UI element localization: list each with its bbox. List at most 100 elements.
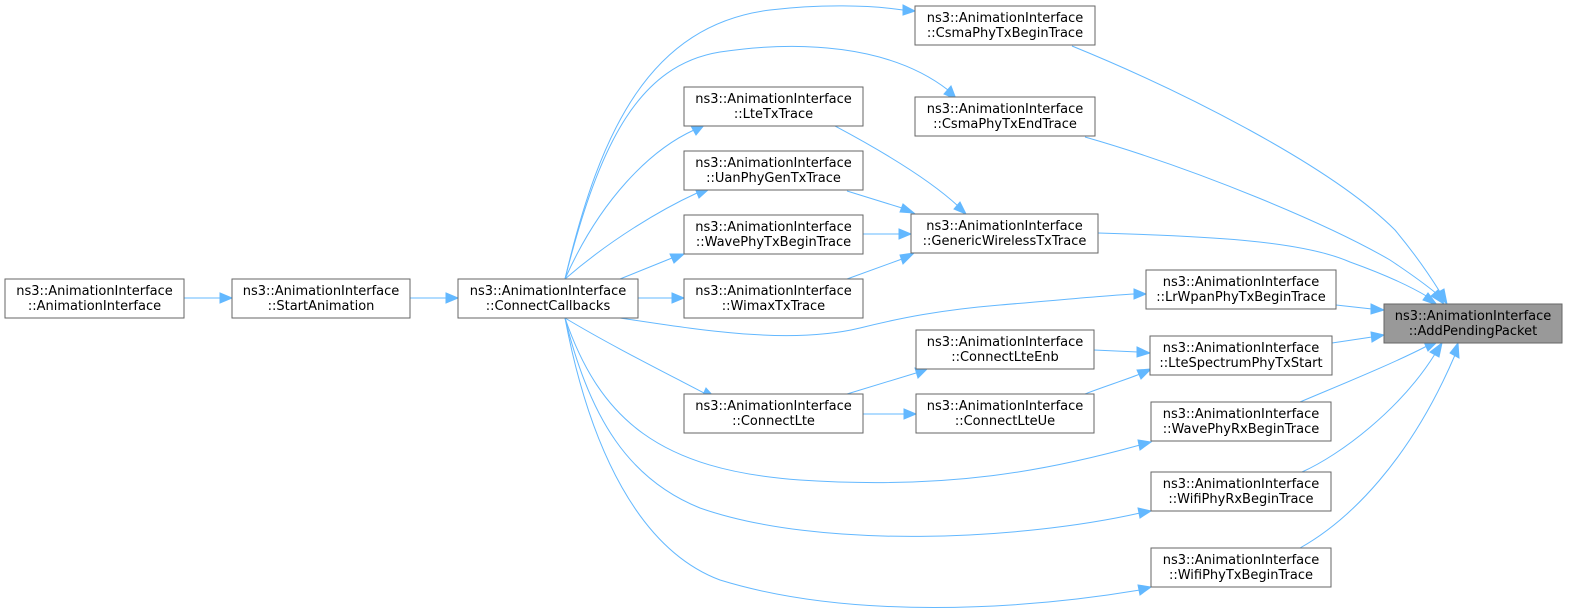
node-connect-lte-enb[interactable]: ns3::AnimationInterface::ConnectLteEnb	[915, 329, 1095, 370]
node-csma-phy-tx-end-trace[interactable]: ns3::AnimationInterface::CsmaPhyTxEndTra…	[914, 96, 1096, 137]
edge-line	[564, 45, 949, 280]
arrowhead-icon	[1136, 368, 1153, 380]
node-box	[915, 393, 1095, 434]
edge-line	[1299, 345, 1428, 403]
node-animation-interface[interactable]: ns3::AnimationInterface::AnimationInterf…	[4, 278, 185, 319]
node-method-label: ::AddPendingPacket	[1409, 324, 1537, 339]
node-namespace-label: ns3::AnimationInterface	[927, 102, 1084, 117]
node-namespace-label: ns3::AnimationInterface	[926, 219, 1083, 234]
node-box	[231, 278, 411, 319]
node-box	[1150, 547, 1332, 588]
node-box	[1145, 269, 1337, 310]
arrowhead-icon	[1430, 289, 1446, 306]
edge-line	[1299, 354, 1456, 549]
node-add-pending-packet[interactable]: ns3::AnimationInterface::AddPendingPacke…	[1383, 303, 1563, 344]
node-uan-phy-gen-tx-trace[interactable]: ns3::AnimationInterface::UanPhyGenTxTrac…	[683, 150, 864, 191]
node-wave-phy-rx-begin-trace[interactable]: ns3::AnimationInterface::WavePhyRxBeginT…	[1150, 401, 1332, 442]
edge-line	[564, 317, 1141, 608]
node-method-label: ::StartAnimation	[268, 299, 375, 314]
edge-line	[1084, 136, 1438, 295]
node-method-label: ::ConnectLteEnb	[951, 350, 1059, 365]
arrowhead-icon	[1137, 439, 1153, 451]
node-box	[1149, 335, 1333, 376]
edge-line	[564, 5, 904, 280]
edge-line	[1335, 304, 1373, 310]
node-connect-callbacks[interactable]: ns3::AnimationInterface::ConnectCallback…	[457, 278, 639, 319]
node-lte-spectrum-phy-tx-start[interactable]: ns3::AnimationInterface::LteSpectrumPhyT…	[1149, 335, 1333, 376]
node-namespace-label: ns3::AnimationInterface	[16, 284, 173, 299]
edge-connect-lte-ue-to-lte-spectrum-phy-tx-start	[1084, 368, 1153, 395]
node-namespace-label: ns3::AnimationInterface	[927, 11, 1084, 26]
arrowhead-icon	[903, 408, 918, 420]
node-method-label: ::ConnectLteUe	[955, 414, 1055, 429]
edge-line	[1084, 373, 1141, 395]
node-namespace-label: ns3::AnimationInterface	[1163, 341, 1320, 356]
node-method-label: ::AnimationInterface	[28, 299, 161, 314]
edge-generic-wireless-tx-trace-to-add-pending-packet	[1097, 232, 1439, 307]
node-generic-wireless-tx-trace[interactable]: ns3::AnimationInterface::GenericWireless…	[910, 213, 1099, 254]
node-method-label: ::GenericWirelessTxTrace	[923, 234, 1087, 249]
node-namespace-label: ns3::AnimationInterface	[695, 92, 852, 107]
node-method-label: ::ConnectCallbacks	[486, 299, 611, 314]
edge-line	[1097, 232, 1429, 298]
node-box	[683, 214, 864, 255]
edge-csma-phy-tx-end-trace-to-add-pending-packet	[1084, 136, 1446, 306]
node-start-animation[interactable]: ns3::AnimationInterface::StartAnimation	[231, 278, 411, 319]
node-method-label: ::ConnectLte	[732, 414, 815, 429]
arrowhead-icon	[1370, 331, 1386, 343]
node-namespace-label: ns3::AnimationInterface	[695, 156, 852, 171]
edge-connect-callbacks-to-lr-wpan-phy-tx-begin-trace	[619, 288, 1148, 337]
edge-wimax-tx-trace-to-generic-wireless-tx-trace	[846, 252, 916, 280]
edge-connect-lte-to-connect-lte-enb	[846, 367, 930, 395]
node-method-label: ::CsmaPhyTxBeginTrace	[927, 26, 1083, 41]
node-namespace-label: ns3::AnimationInterface	[927, 399, 1084, 414]
arrowhead-icon	[1133, 288, 1148, 300]
node-box	[683, 86, 864, 127]
arrowhead-icon	[445, 292, 460, 304]
node-box	[914, 5, 1096, 46]
node-namespace-label: ns3::AnimationInterface	[695, 220, 852, 235]
node-wifi-phy-tx-begin-trace[interactable]: ns3::AnimationInterface::WifiPhyTxBeginT…	[1150, 547, 1332, 588]
node-wave-phy-tx-begin-trace[interactable]: ns3::AnimationInterface::WavePhyTxBeginT…	[683, 214, 864, 255]
node-csma-phy-tx-begin-trace[interactable]: ns3::AnimationInterface::CsmaPhyTxBeginT…	[914, 5, 1096, 46]
edge-line	[1071, 45, 1441, 293]
node-connect-lte[interactable]: ns3::AnimationInterface::ConnectLte	[683, 393, 864, 434]
arrowhead-icon	[1429, 341, 1443, 358]
edge-wave-phy-tx-begin-trace-to-generic-wireless-tx-trace	[863, 228, 913, 240]
node-box	[457, 278, 639, 319]
node-method-label: ::CsmaPhyTxEndTrace	[933, 117, 1077, 132]
node-connect-lte-ue[interactable]: ns3::AnimationInterface::ConnectLteUe	[915, 393, 1095, 434]
edge-wifi-phy-tx-begin-trace-to-add-pending-packet	[1299, 341, 1460, 549]
node-namespace-label: ns3::AnimationInterface	[1163, 477, 1320, 492]
edge-line	[846, 372, 917, 395]
node-wimax-tx-trace[interactable]: ns3::AnimationInterface::WimaxTxTrace	[683, 278, 864, 319]
arrowhead-icon	[898, 228, 913, 240]
arrowhead-icon	[1136, 346, 1152, 358]
arrowhead-icon	[1449, 341, 1460, 359]
edge-line	[619, 257, 673, 280]
edge-connect-callbacks-to-connect-lte	[564, 317, 717, 399]
edge-line	[564, 129, 695, 280]
node-box	[1383, 303, 1563, 344]
arrowhead-icon	[1137, 584, 1153, 596]
edge-connect-callbacks-to-wave-phy-tx-begin-trace	[619, 253, 686, 280]
arrowhead-icon	[669, 253, 686, 264]
node-lte-tx-trace[interactable]: ns3::AnimationInterface::LteTxTrace	[683, 86, 864, 127]
node-box	[683, 393, 864, 434]
arrowhead-icon	[902, 4, 917, 16]
edge-line	[846, 258, 903, 280]
node-method-label: ::WavePhyRxBeginTrace	[1163, 422, 1319, 437]
edge-connect-lte-to-connect-lte-ue	[863, 408, 918, 420]
arrowhead-icon	[1370, 303, 1386, 315]
edge-line	[564, 317, 1141, 537]
edge-line	[846, 190, 903, 209]
edge-connect-callbacks-to-csma-phy-tx-begin-trace	[564, 4, 917, 280]
node-namespace-label: ns3::AnimationInterface	[695, 399, 852, 414]
node-wifi-phy-rx-begin-trace[interactable]: ns3::AnimationInterface::WifiPhyRxBeginT…	[1150, 471, 1332, 512]
arrowhead-icon	[1137, 507, 1153, 519]
arrowhead-icon	[953, 201, 968, 215]
node-method-label: ::LteSpectrumPhyTxStart	[1159, 356, 1322, 371]
node-lr-wpan-phy-tx-begin-trace[interactable]: ns3::AnimationInterface::LrWpanPhyTxBegi…	[1145, 269, 1337, 310]
node-method-label: ::LrWpanPhyTxBeginTrace	[1156, 290, 1326, 305]
